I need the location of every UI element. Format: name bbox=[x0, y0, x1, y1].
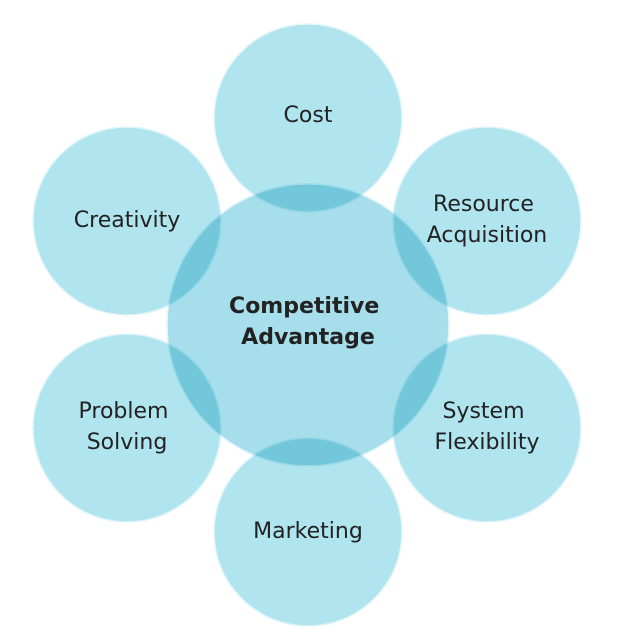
label-marketing: Marketing bbox=[253, 519, 363, 544]
label-cost: Cost bbox=[284, 103, 333, 128]
label-creativity-line-1: Creativity bbox=[74, 208, 180, 233]
label-creativity: Creativity bbox=[74, 208, 180, 233]
label-resource-acquisition-line-1: Resource bbox=[433, 192, 534, 217]
label-system-flexibility: System Flexibility bbox=[435, 399, 540, 455]
label-problem-solving-line-1: Problem bbox=[79, 399, 169, 424]
label-system-flexibility-line-2: Flexibility bbox=[435, 430, 540, 455]
center-label-line-1: Competitive bbox=[229, 294, 379, 319]
label-marketing-line-1: Marketing bbox=[253, 519, 363, 544]
center-label-line-2: Advantage bbox=[241, 325, 375, 350]
label-system-flexibility-line-1: System bbox=[442, 399, 524, 424]
label-problem-solving: Problem Solving bbox=[79, 399, 176, 455]
center-label: Competitive Advantage bbox=[229, 294, 387, 350]
label-resource-acquisition: Resource Acquisition bbox=[427, 192, 548, 248]
label-cost-line-1: Cost bbox=[284, 103, 333, 128]
circle-competitive-advantage bbox=[166, 183, 450, 467]
label-resource-acquisition-line-2: Acquisition bbox=[427, 223, 548, 248]
label-problem-solving-line-2: Solving bbox=[87, 430, 168, 455]
